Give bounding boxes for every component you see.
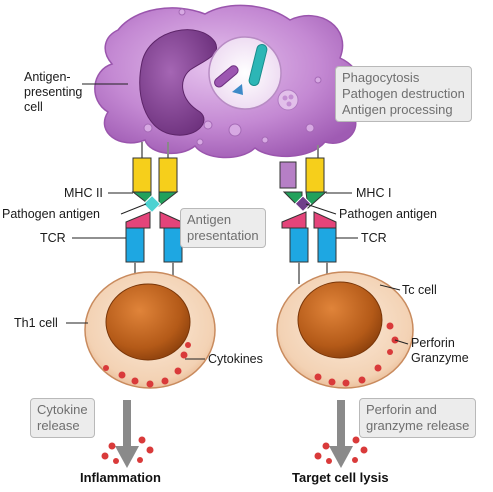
mhc1-b2m <box>279 161 297 189</box>
label-th1-cell: Th1 cell <box>14 316 58 330</box>
box-perforin-release: Perforin and granzyme release <box>359 398 477 438</box>
mhc2-alpha-chain <box>132 157 152 193</box>
box-phagocytosis: Phagocytosis Pathogen destruction Antige… <box>335 66 472 122</box>
outcome-inflammation: Inflammation <box>80 470 161 485</box>
pathogen-rod-purple <box>214 65 239 88</box>
box-antigen-presentation: Antigen presentation <box>180 208 266 248</box>
label-perforin-granzyme: Perforin Granzyme <box>411 336 469 365</box>
antigen-presenting-cell <box>94 4 364 159</box>
tcr-beta-right <box>317 227 337 263</box>
label-pathogen-antigen-right: Pathogen antigen <box>339 207 438 221</box>
mhc2-beta-chain <box>158 157 178 193</box>
label-cytokines: Cytokines <box>208 352 263 366</box>
th1-cell <box>84 271 216 389</box>
tcr-alpha-right <box>289 227 309 263</box>
th1-nucleus <box>105 283 191 361</box>
pathogen-antigen-left-shape <box>142 194 162 214</box>
box-cytokine-release: Cytokine release <box>30 398 95 438</box>
label-tcr-left: TCR <box>40 231 66 245</box>
apc-nucleus <box>139 29 218 136</box>
mhc1-heavy-chain <box>305 157 325 193</box>
mhc1-tcr-complex <box>279 145 337 284</box>
tc-nucleus <box>297 281 383 359</box>
label-mhc1: MHC I <box>356 186 392 200</box>
label-pathogen-antigen-left: Pathogen antigen <box>2 207 101 221</box>
pathogen-antigen-right-shape <box>294 195 312 213</box>
cytokine-release-arrow <box>101 400 154 468</box>
pathogen-rod-teal <box>248 43 268 87</box>
mhc2-tcr-complex <box>125 142 183 282</box>
perforin-release-arrow <box>314 400 368 468</box>
label-antigen-presenting-cell: Antigen- presenting cell <box>24 70 83 114</box>
pathogen-fragment-triangle <box>232 84 243 95</box>
phagosome-vacuole <box>208 36 282 110</box>
label-tc-cell: Tc cell <box>402 283 437 297</box>
outcome-target-cell-lysis: Target cell lysis <box>292 470 389 485</box>
label-mhc2: MHC II <box>64 186 103 200</box>
leader-lines <box>66 83 409 360</box>
tcr-alpha-left <box>125 227 145 263</box>
label-tcr-right: TCR <box>361 231 387 245</box>
tc-cell <box>276 271 414 389</box>
